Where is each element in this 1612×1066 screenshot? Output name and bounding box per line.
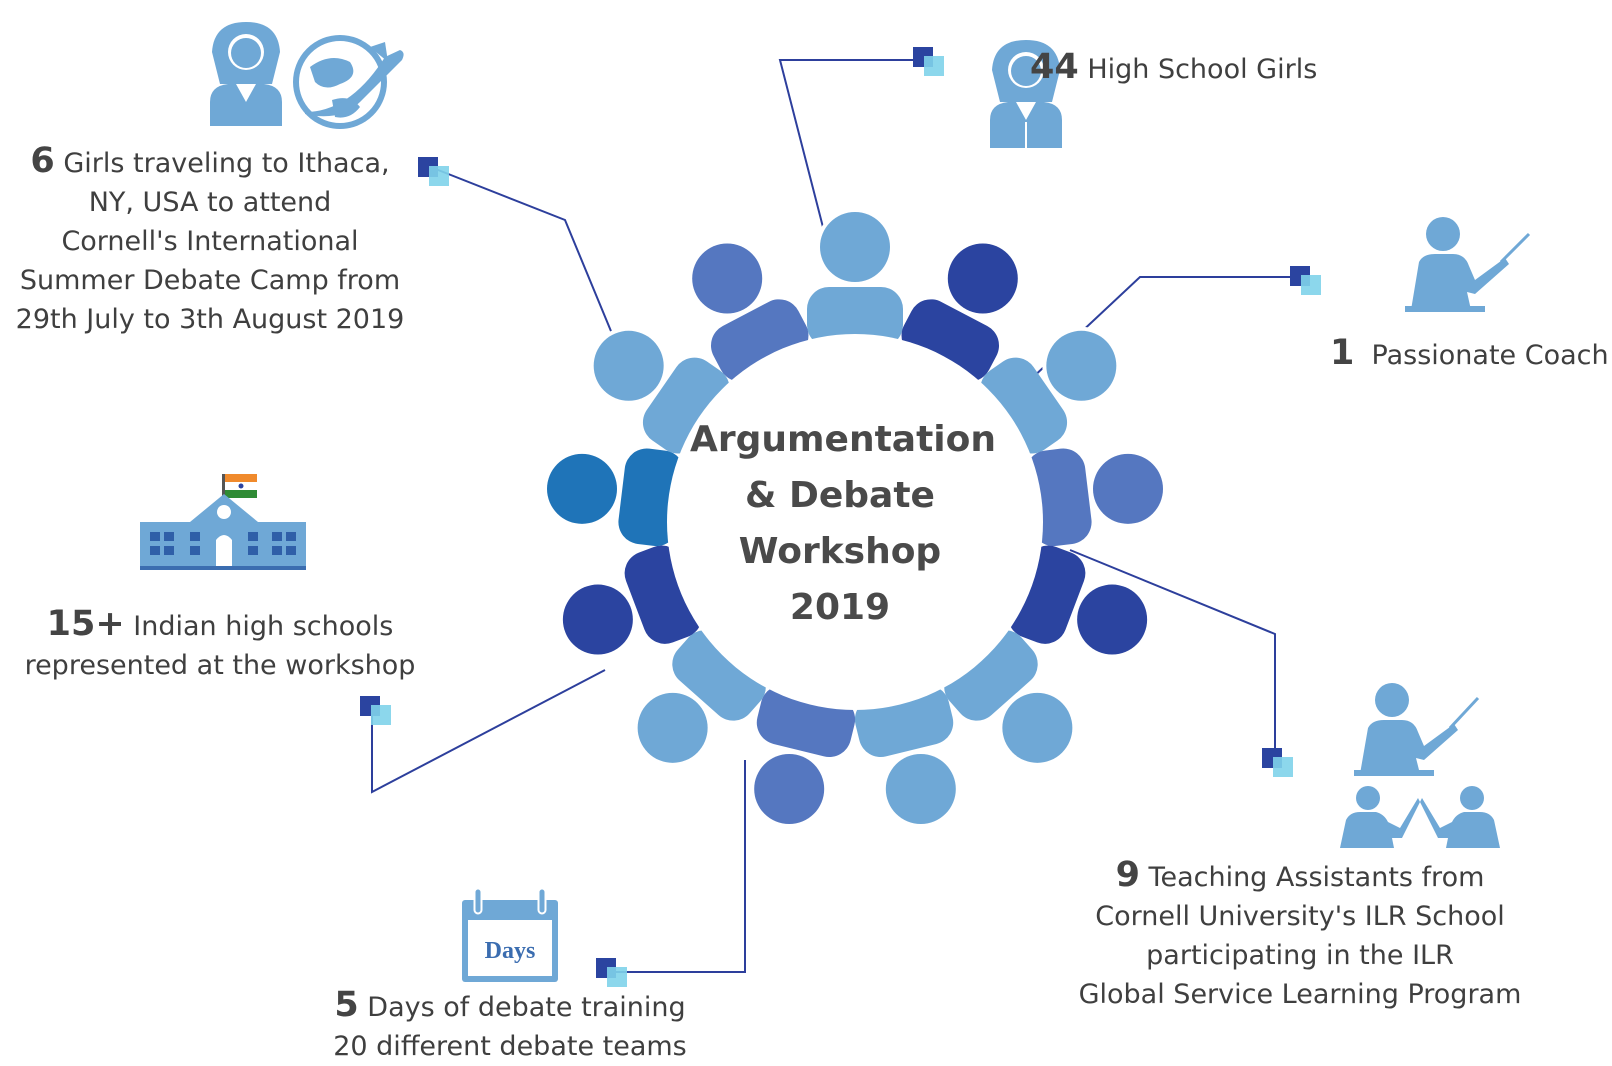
center-title-line-2: & Debate [745,475,935,516]
person-head [562,584,633,655]
person-head [1077,584,1148,655]
stat-schools-line-2: represented at the workshop [24,650,416,681]
connector-schools [371,669,606,794]
person-head [1046,330,1117,401]
stat-girls: 44 High School Girls [1030,48,1317,89]
person-head [637,692,708,763]
person-12 [589,326,730,454]
stat-schools: 15+ Indian high schools represented at t… [10,605,430,685]
travel-globe-icon [210,22,404,129]
person-body [980,357,1068,454]
calendar-icon: Days [462,885,558,982]
round-table [667,334,1043,710]
center-title-line-1: Argumentation [690,419,996,460]
center-title-line-4: 2019 [789,587,891,628]
stat-girls-text: High School Girls [1087,54,1318,85]
person-body [672,630,766,721]
center-title-line-3: Workshop [738,531,942,572]
person-head [885,754,956,825]
person-head [692,243,763,314]
india-flag-icon [222,474,257,504]
stat-travel-line-3: Cornell's International [61,226,359,257]
connector-travel [427,165,626,366]
stat-days: 5 Days of debate training 20 different d… [300,986,720,1066]
stat-tas-line-3: participating in the ILR [1146,940,1454,971]
person-head [820,212,890,282]
stat-coach-number: 1 [1330,333,1355,373]
stat-travel-line-2: NY, USA to attend [88,187,332,218]
stat-tas-line-4: Global Service Learning Program [1078,979,1522,1010]
people-ring [543,208,1167,829]
stat-girls-number: 44 [1030,47,1079,87]
person-9 [633,630,766,767]
person-7 [854,685,960,829]
marker-travel [418,157,449,186]
stat-tas-line-2: Cornell University's ILR School [1095,901,1505,932]
person-1 [807,208,903,347]
person-body [642,357,730,454]
person-body [807,287,903,347]
person-4 [1025,448,1167,547]
stat-coach: 1 Passionate Coach [1330,334,1609,375]
coach-icon [1405,217,1531,312]
stat-travel: 6 Girls traveling to Ithaca, NY, USA to … [0,142,420,339]
stat-schools-line-1: Indian high schools [133,611,394,642]
person-head [593,330,664,401]
person-head [547,453,618,524]
stat-travel-line-5: 29th July to 3th August 2019 [15,304,405,335]
person-head [947,243,1018,314]
stat-travel-line-1: Girls traveling to Ithaca, [63,148,390,179]
school-building-icon [140,474,306,570]
stat-coach-text: Passionate Coach [1371,340,1609,371]
person-11 [543,448,685,547]
connector-days [606,760,746,973]
connector-markers [360,47,1321,987]
person-head [754,754,825,825]
person-body [944,630,1038,721]
stat-travel-number: 6 [30,141,55,181]
person-head [1002,692,1073,763]
stat-schools-number: 15+ [46,604,125,644]
marker-days [596,958,627,987]
marker-coach [1290,266,1321,295]
center-title: Argumentation & Debate Workshop 2019 [690,412,996,636]
teaching-assistants-icon [1340,683,1500,848]
stat-days-number: 5 [334,985,359,1025]
person-3 [980,326,1121,454]
stat-tas-number: 9 [1115,855,1140,895]
calendar-days-label: Days [485,938,536,964]
stat-days-line-1: Days of debate training [367,992,686,1023]
stat-tas-line-1: Teaching Assistants from [1148,862,1485,893]
stat-tas: 9 Teaching Assistants from Cornell Unive… [1050,856,1550,1014]
marker-tas [1262,748,1293,777]
connector-tas [1069,549,1276,755]
marker-schools [360,696,391,725]
stat-days-line-2: 20 different debate teams [333,1031,687,1062]
connector-girls [778,59,915,236]
girl-student-icon [990,40,1062,148]
marker-girls [913,47,944,76]
person-6 [944,630,1077,767]
person-head [1092,453,1163,524]
stat-travel-line-4: Summer Debate Camp from [19,265,401,296]
